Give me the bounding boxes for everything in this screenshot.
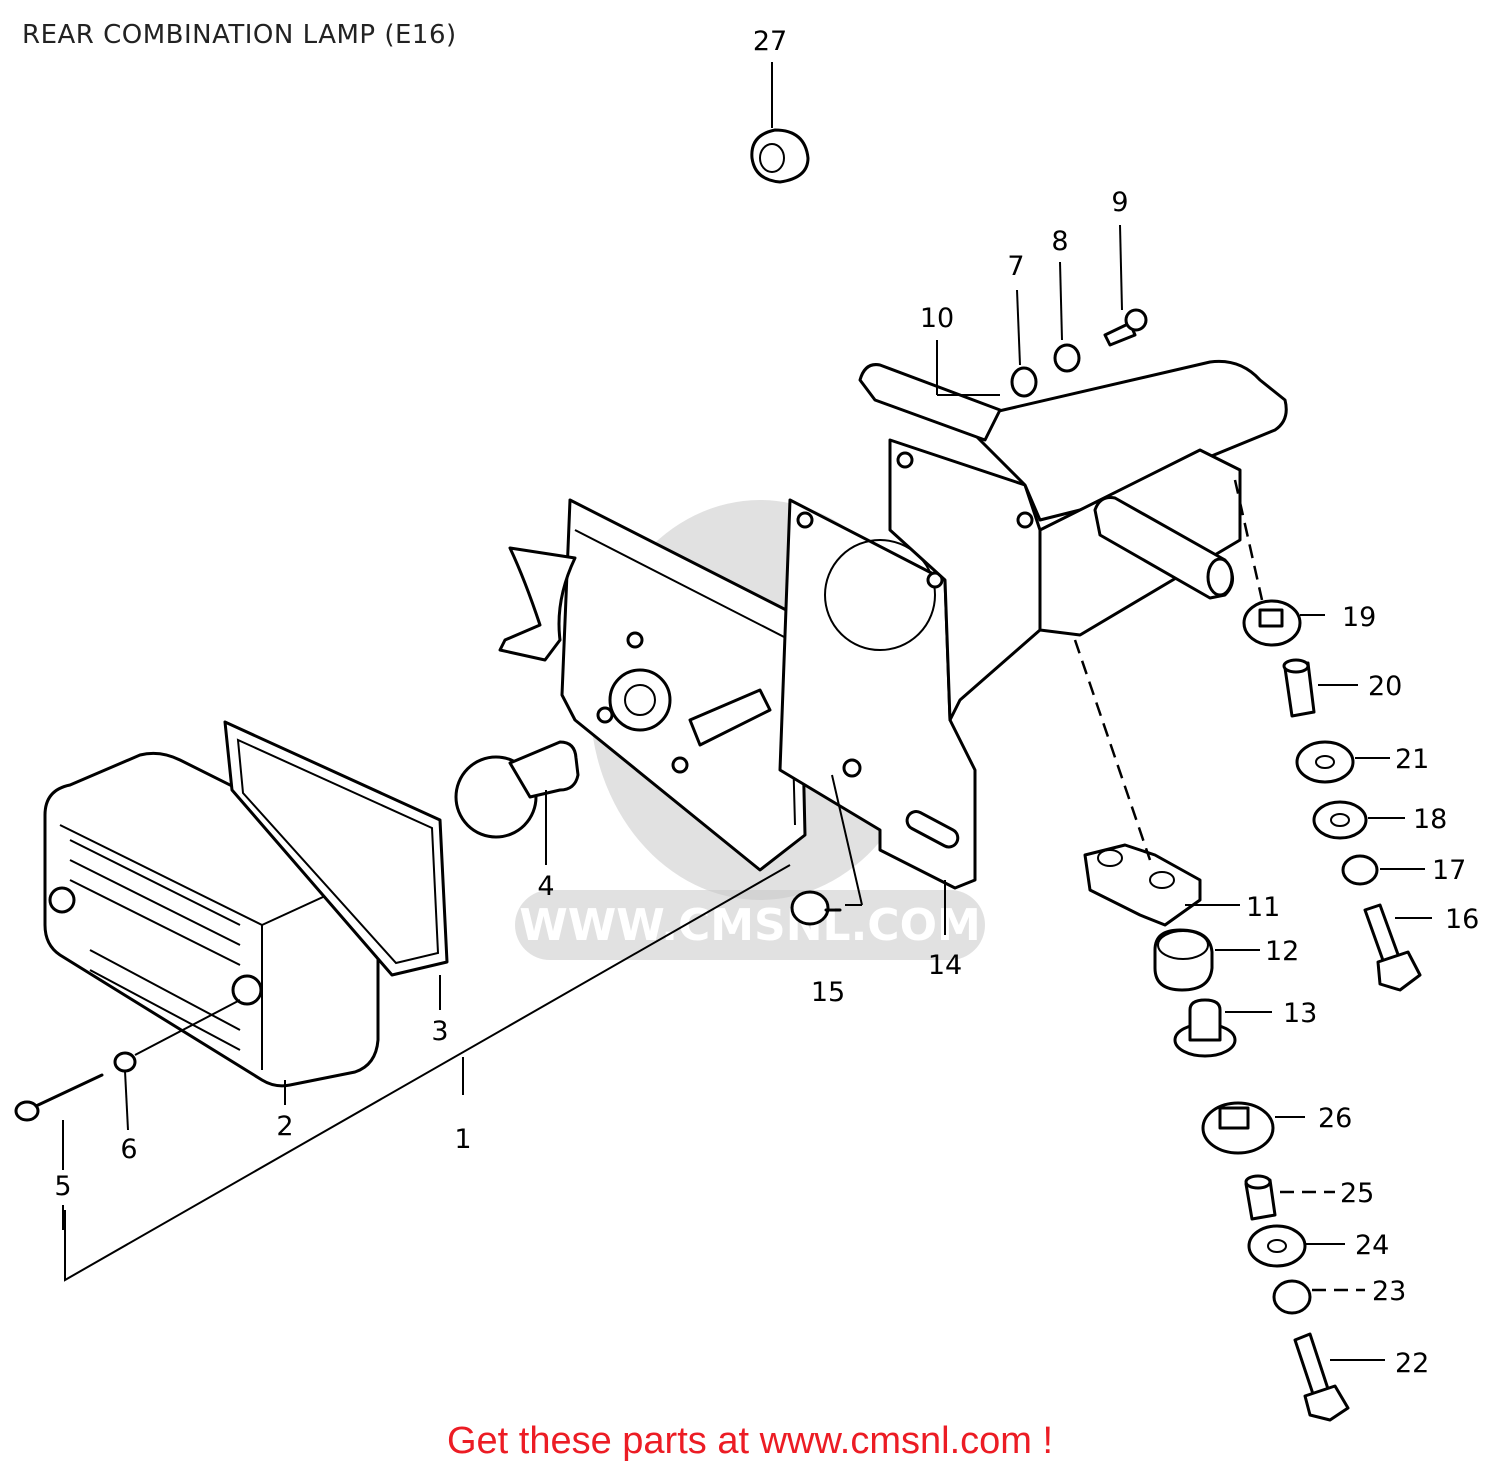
washer-6 [113,1051,137,1073]
callout-7: 7 [1007,251,1024,282]
callout-12: 12 [1265,936,1299,967]
washer-24 [1247,1224,1307,1268]
spacer-20 [1282,658,1316,718]
callout-18: 18 [1413,804,1447,835]
callout-15: 15 [811,977,845,1008]
collar-13 [1173,998,1237,1058]
callout-labels: 1 2 3 4 5 6 7 8 9 10 11 12 13 14 15 16 1… [54,26,1479,1379]
callout-25: 25 [1340,1178,1374,1209]
callout-23: 23 [1372,1276,1406,1307]
get-parts-link[interactable]: Get these parts at www.cmsnl.com ! [446,1420,1054,1462]
washer-8 [1053,343,1081,373]
washer-18 [1312,800,1368,840]
callout-27: 27 [753,26,787,57]
gasket [223,720,449,977]
callout-10: 10 [920,303,954,334]
lockwasher-17 [1341,854,1379,886]
callout-5: 5 [54,1171,71,1202]
bolt-9 [1103,308,1148,347]
screw [14,1073,104,1122]
screw-15 [790,890,842,926]
callout-13: 13 [1283,998,1317,1029]
spacer-25 [1244,1174,1277,1221]
callout-24: 24 [1355,1230,1389,1261]
callout-11: 11 [1246,892,1280,923]
bulb [454,740,580,839]
lockwasher-23 [1272,1279,1312,1315]
callout-26: 26 [1318,1103,1352,1134]
bolt-22 [1293,1332,1350,1422]
callout-21: 21 [1395,744,1429,775]
callout-16: 16 [1445,904,1479,935]
collar-26 [1201,1101,1275,1155]
bolt-16 [1363,903,1422,992]
callout-14: 14 [928,950,962,981]
callout-3: 3 [431,1016,448,1047]
clamp-11 [1083,843,1202,927]
mounting-body [858,359,1288,722]
callout-1: 1 [454,1124,471,1155]
washer-21 [1295,740,1355,784]
callout-17: 17 [1432,855,1466,886]
callout-8: 8 [1051,226,1068,257]
callout-20: 20 [1368,671,1402,702]
collar-19 [1242,599,1302,647]
grommet-12 [1153,928,1214,992]
page-title: REAR COMBINATION LAMP (E16) [22,20,457,50]
watermark-text: WWW.CMSNL.COM [519,900,981,951]
grommet-27 [750,128,810,184]
callout-2: 2 [276,1111,293,1142]
callout-9: 9 [1111,187,1128,218]
callout-4: 4 [537,871,554,902]
callout-22: 22 [1395,1348,1429,1379]
washer-7 [1010,366,1038,398]
callout-6: 6 [120,1134,137,1165]
callout-19: 19 [1342,602,1376,633]
